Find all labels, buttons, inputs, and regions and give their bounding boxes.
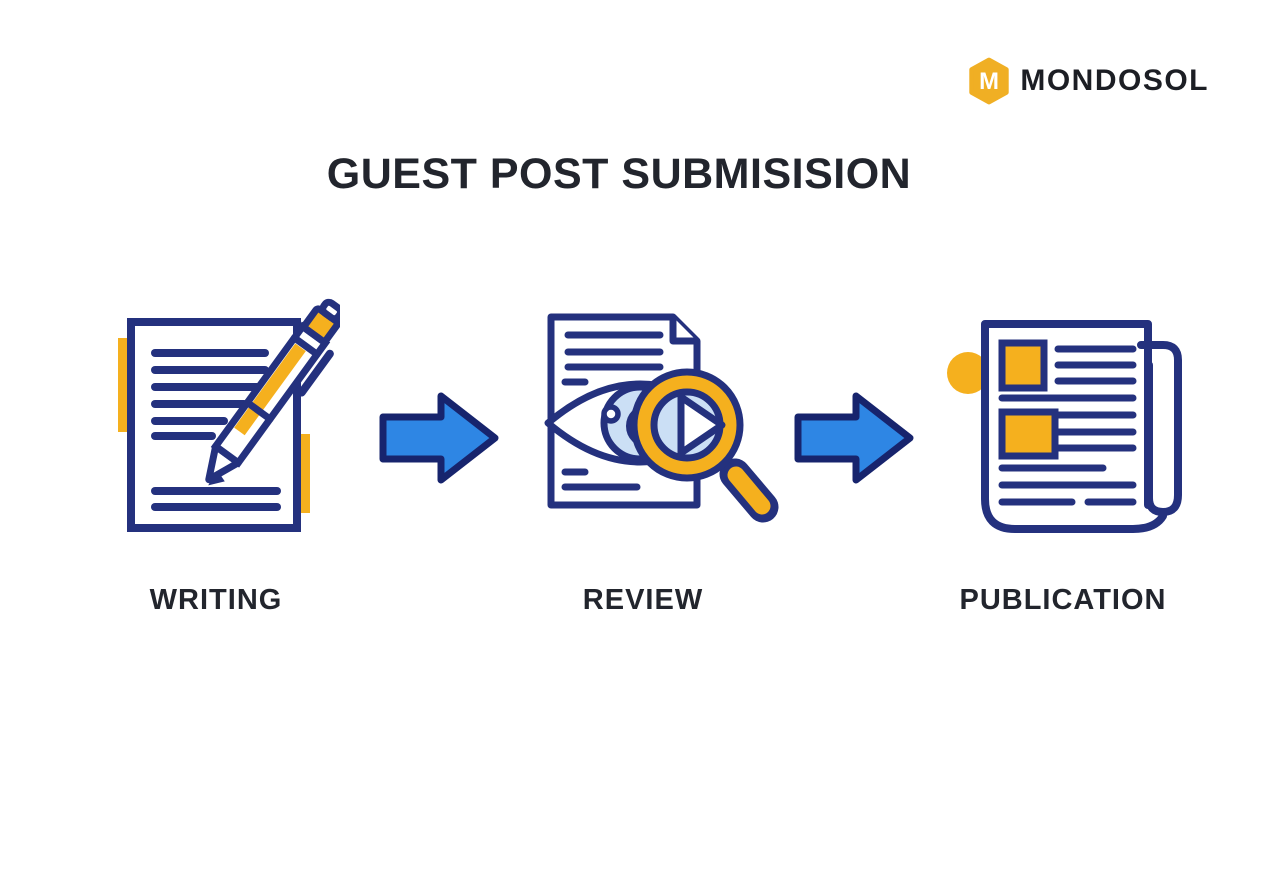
- brand-monogram: M: [979, 68, 999, 95]
- review-document-eye-magnifier-icon: [544, 313, 779, 523]
- arrow-right-icon: [794, 392, 914, 484]
- yellow-accent-dot: [947, 352, 989, 394]
- document-text-lines: [561, 331, 664, 491]
- magnifier-icon: [630, 368, 779, 523]
- newspaper-fold: [1137, 341, 1182, 516]
- lens-chevron: [677, 393, 726, 457]
- writing-document-pen-icon: [118, 298, 340, 532]
- folded-corner: [669, 317, 697, 345]
- brand-hexagon-icon: M: [969, 57, 1010, 105]
- article-image-block: [998, 408, 1059, 460]
- step-label-publication: PUBLICATION: [959, 584, 1167, 616]
- newspaper-text-lines: [998, 345, 1137, 506]
- pen-icon: [205, 298, 340, 486]
- publication-newspaper-icon: [947, 320, 1182, 533]
- page-title: GUEST POST SUBMISISION: [326, 150, 912, 198]
- step-label-review: REVIEW: [582, 584, 704, 616]
- arrow-right-icon: [379, 392, 499, 484]
- brand-name: MONDOSOL: [1020, 64, 1209, 97]
- newspaper-front-page: [981, 320, 1167, 533]
- document-text-lines: [151, 349, 281, 511]
- step-label-writing: WRITING: [149, 584, 283, 616]
- article-image-block: [998, 339, 1048, 392]
- brand-logo: M MONDOSOL: [967, 57, 1209, 105]
